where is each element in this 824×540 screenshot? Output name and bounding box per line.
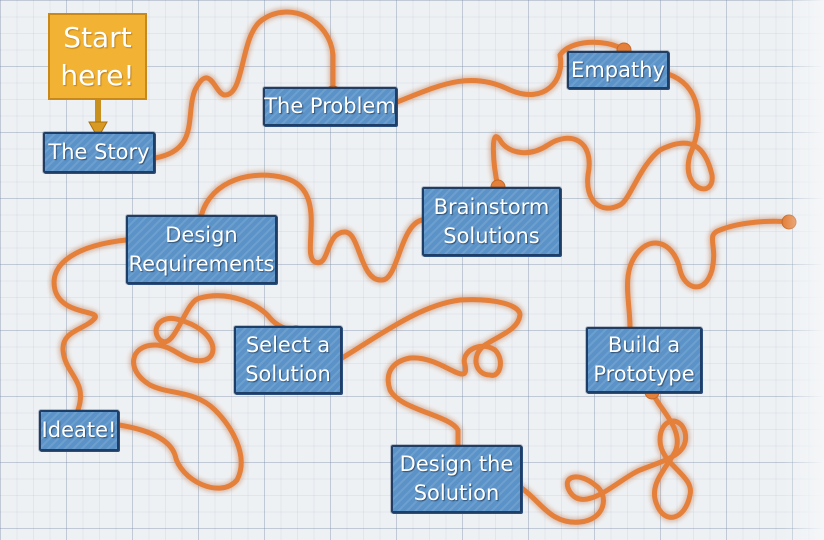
node-ideate-label: Ideate!	[41, 418, 117, 442]
path-segment-build-end	[625, 218, 792, 330]
node-build-a-prototype[interactable]: Build a Prototype	[586, 327, 702, 393]
node-brainstorm-line-2: Solutions	[443, 223, 540, 248]
node-design-requirements-line-2: Requirements	[128, 251, 275, 276]
start-line-2: here!	[60, 58, 135, 92]
node-design-requirements[interactable]: Design Requirements	[126, 215, 277, 284]
path-segment-select-design	[339, 297, 523, 456]
path-connector-dot	[288, 325, 304, 341]
down-arrow-icon	[88, 100, 108, 140]
node-build-line-1: Build a	[607, 333, 681, 357]
node-design-solution-line-1: Design the	[399, 452, 514, 476]
path-segment-empathy-brainstorm	[490, 71, 715, 211]
node-the-problem[interactable]: The Problem	[263, 87, 397, 126]
path-connector-dot	[450, 445, 466, 461]
path-connector-dot	[644, 384, 660, 400]
node-the-story-label: The Story	[48, 140, 150, 164]
node-empathy[interactable]: Empathy	[567, 51, 669, 89]
path-segment-design-build	[517, 389, 693, 525]
path-segment-brainstorm-requirements	[197, 172, 425, 283]
node-the-story[interactable]: The Story	[43, 132, 155, 173]
path-connector-dot	[781, 214, 797, 230]
node-select-a-solution[interactable]: Select a Solution	[234, 326, 342, 394]
path-segment-requirements-ideate	[51, 237, 129, 423]
node-empathy-label: Empathy	[571, 57, 665, 82]
path-connector-dot	[616, 42, 632, 58]
path-segment-story-problem	[152, 9, 336, 161]
node-design-requirements-line-1: Design	[165, 222, 238, 247]
start-line-1: Start	[63, 20, 132, 54]
path-segment-problem-empathy	[394, 39, 627, 105]
node-design-solution-line-2: Solution	[413, 481, 500, 505]
start-here-sticky-note: Start here!	[48, 13, 147, 100]
node-select-line-2: Solution	[245, 362, 331, 386]
node-build-line-2: Prototype	[593, 362, 695, 386]
path-connector-dot	[70, 412, 86, 428]
node-select-line-1: Select a	[245, 333, 331, 357]
node-design-the-solution[interactable]: Design the Solution	[391, 445, 522, 513]
path-connector-dot	[325, 85, 341, 101]
node-ideate[interactable]: Ideate!	[39, 410, 119, 451]
path-connector-dot	[192, 214, 208, 230]
node-brainstorm-line-1: Brainstorm	[433, 194, 550, 219]
node-brainstorm-solutions[interactable]: Brainstorm Solutions	[422, 187, 561, 256]
path-segment-ideate-select	[116, 293, 299, 491]
node-the-problem-label: The Problem	[264, 94, 396, 118]
path-connector-dot	[490, 179, 506, 195]
